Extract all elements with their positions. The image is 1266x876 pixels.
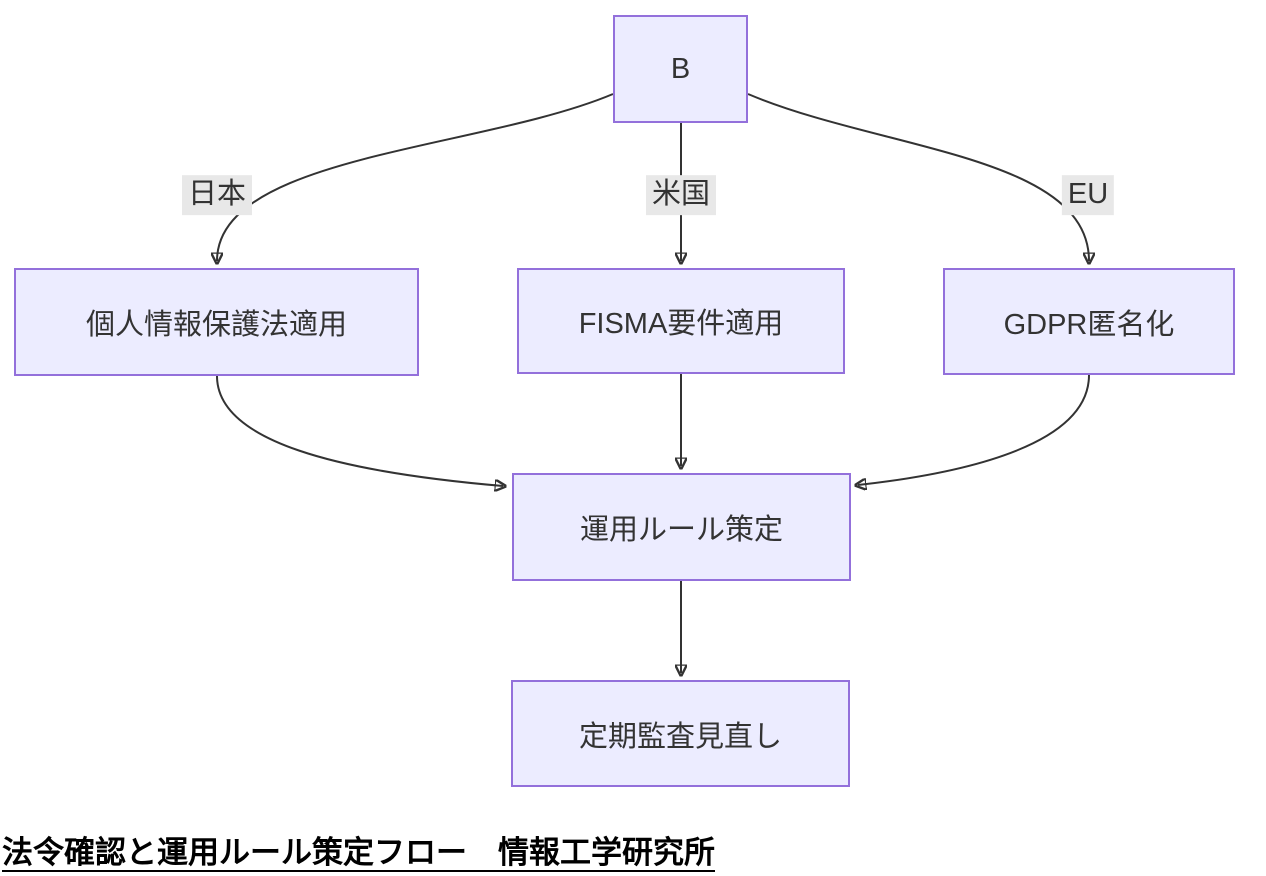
node-personal-info-law: 個人情報保護法適用 — [14, 268, 419, 376]
edge-label-us: 米国 — [645, 175, 717, 215]
node-fisma-label: FISMA要件適用 — [578, 308, 784, 340]
node-ops-rules: 運用ルール策定 — [512, 473, 851, 581]
edge-b-to-gdpr — [747, 93, 1089, 261]
edge-label-japan: 日本 — [181, 175, 253, 215]
diagram-caption: 法令確認と運用ルール策定フロー 情報工学研究所 — [2, 835, 715, 870]
edge-label-japan-text: 日本 — [187, 178, 247, 211]
edge-label-eu: EU — [1061, 175, 1115, 215]
node-b-label: B — [670, 52, 691, 85]
node-b: B — [613, 15, 748, 123]
node-ops-rules-label: 運用ルール策定 — [579, 514, 783, 546]
edge-gdpr-to-ops-rules — [858, 374, 1090, 485]
node-audit-review: 定期監査見直し — [511, 680, 850, 787]
node-personal-info-law-label: 個人情報保護法適用 — [85, 309, 347, 341]
node-audit-review-label: 定期監査見直し — [578, 720, 782, 753]
edge-b-to-personal-info-law — [217, 93, 614, 261]
edge-personal-info-law-to-ops-rules — [216, 375, 503, 486]
edge-label-eu-text: EU — [1067, 178, 1109, 211]
node-gdpr-label: GDPR匿名化 — [1003, 308, 1175, 341]
node-gdpr: GDPR匿名化 — [943, 268, 1235, 375]
edge-label-us-text: 米国 — [651, 178, 711, 211]
node-fisma: FISMA要件適用 — [517, 268, 845, 374]
